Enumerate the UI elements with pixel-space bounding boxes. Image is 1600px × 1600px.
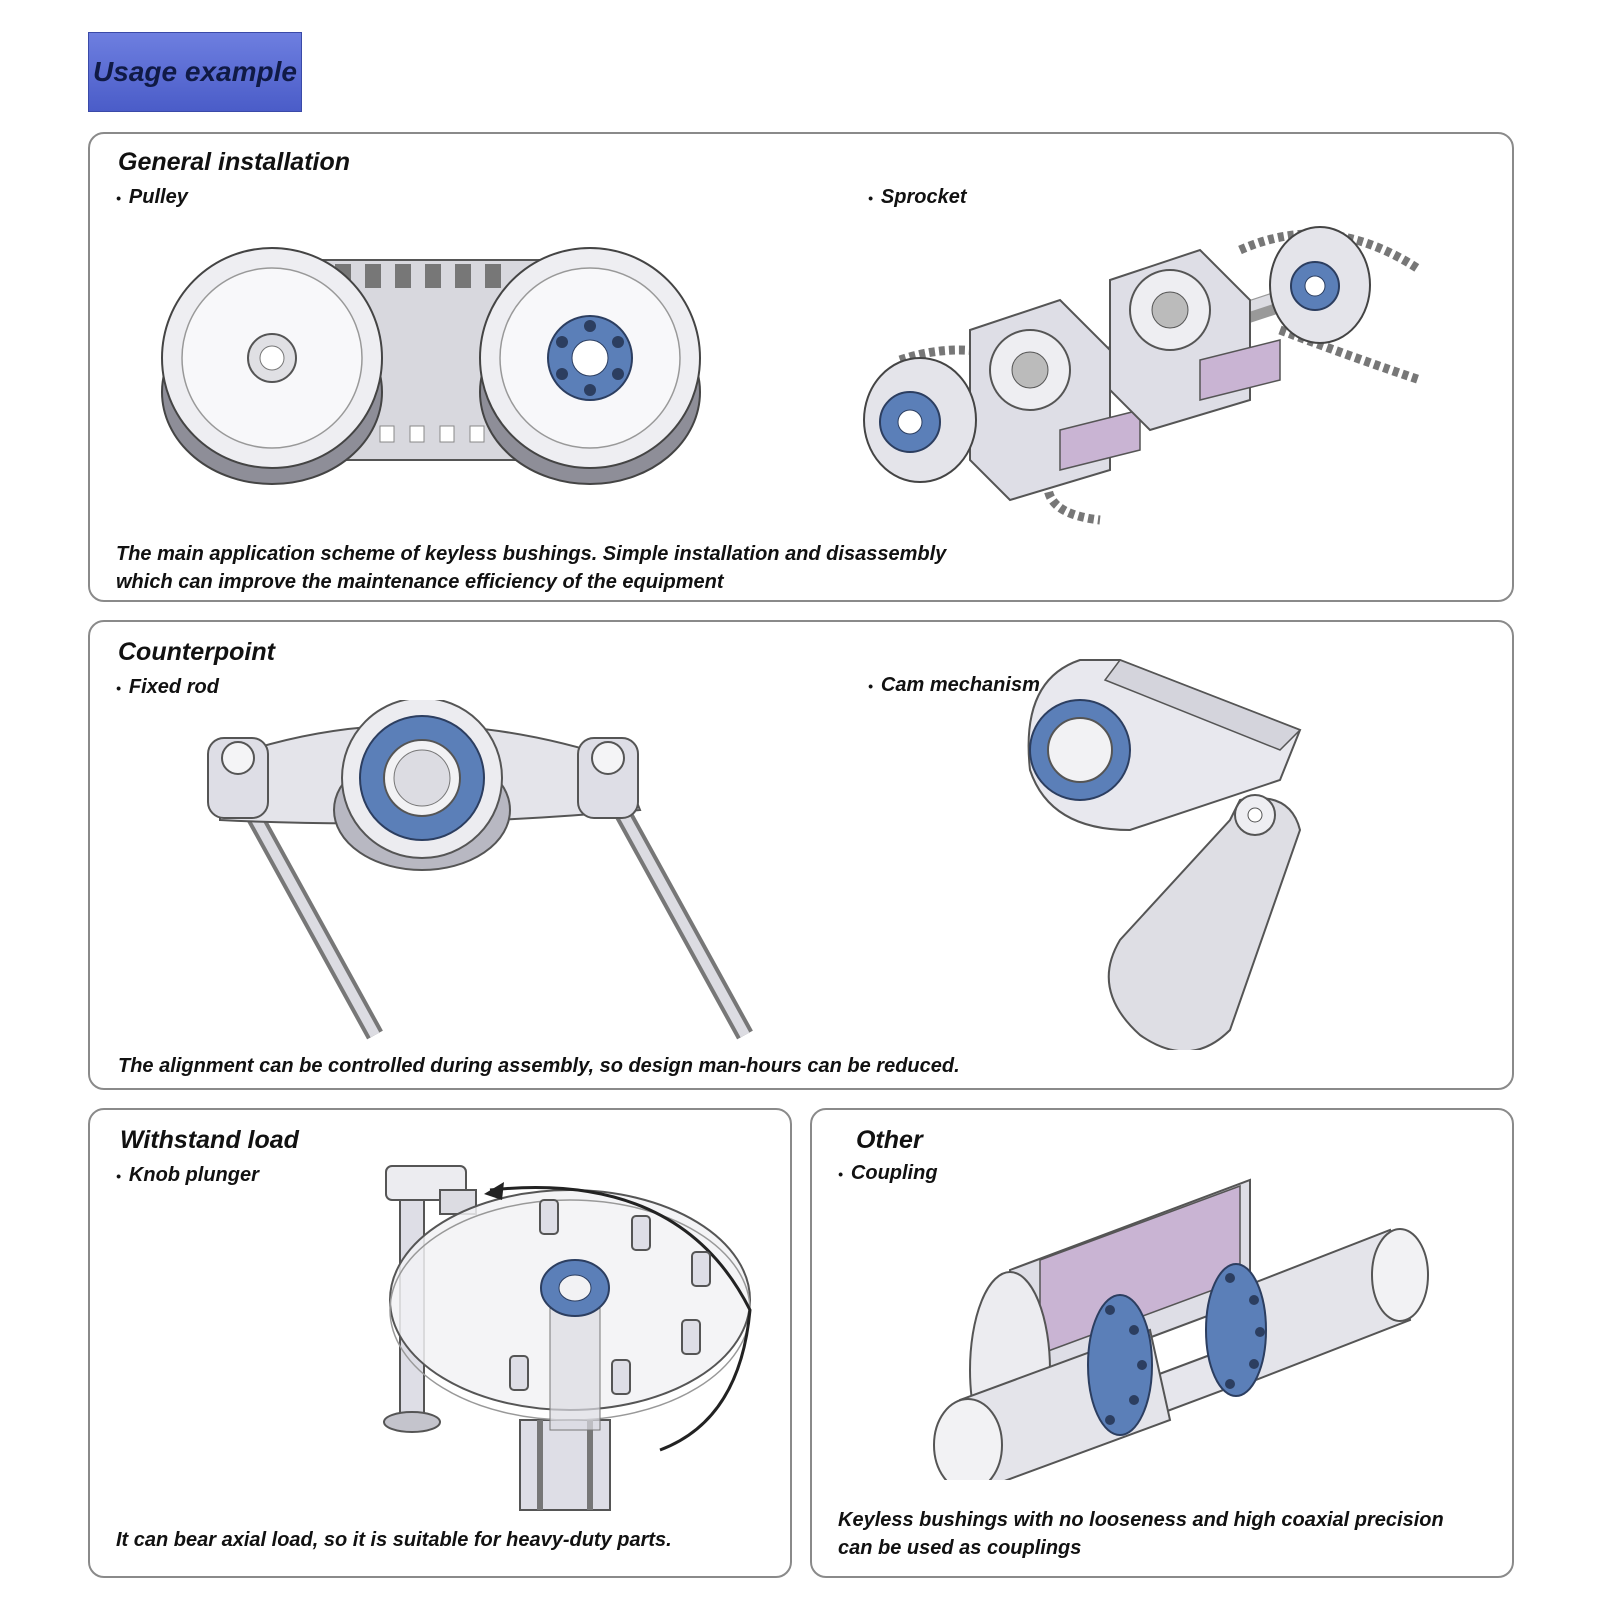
caption-general-installation: The main application scheme of keyless b… <box>116 543 947 593</box>
fixed-rod-illustration <box>207 700 753 1040</box>
caption-withstand-load: It can bear axial load, so it is suitabl… <box>116 1529 672 1551</box>
panel-title-general-installation: General installation <box>118 148 351 176</box>
panel-title-other: Other <box>856 1126 923 1154</box>
item-label-pulley: •Pulley <box>116 186 188 208</box>
coupling-illustration <box>933 1178 1429 1480</box>
item-label-coupling: •Coupling <box>838 1162 938 1184</box>
knob-plunger-illustration <box>383 1165 752 1511</box>
caption-counterpoint: The alignment can be controlled during a… <box>118 1055 960 1077</box>
item-label-sprocket: •Sprocket <box>868 186 967 208</box>
item-label-knob-plunger: •Knob plunger <box>116 1164 259 1186</box>
caption-other: Keyless bushings with no looseness and h… <box>838 1509 1444 1559</box>
page-title: Usage example <box>93 56 297 87</box>
panel-title-counterpoint: Counterpoint <box>118 638 275 666</box>
cam-mechanism-illustration <box>1027 659 1302 1050</box>
panel-title-withstand-load: Withstand load <box>120 1126 299 1154</box>
sprocket-illustration <box>863 226 1423 525</box>
panel-other <box>810 1108 1514 1578</box>
section-header-badge: Usage example <box>88 32 302 112</box>
item-label-cam-mechanism: •Cam mechanism <box>868 674 1040 696</box>
pulley-illustration <box>161 247 701 485</box>
item-label-fixed-rod: •Fixed rod <box>116 676 219 698</box>
